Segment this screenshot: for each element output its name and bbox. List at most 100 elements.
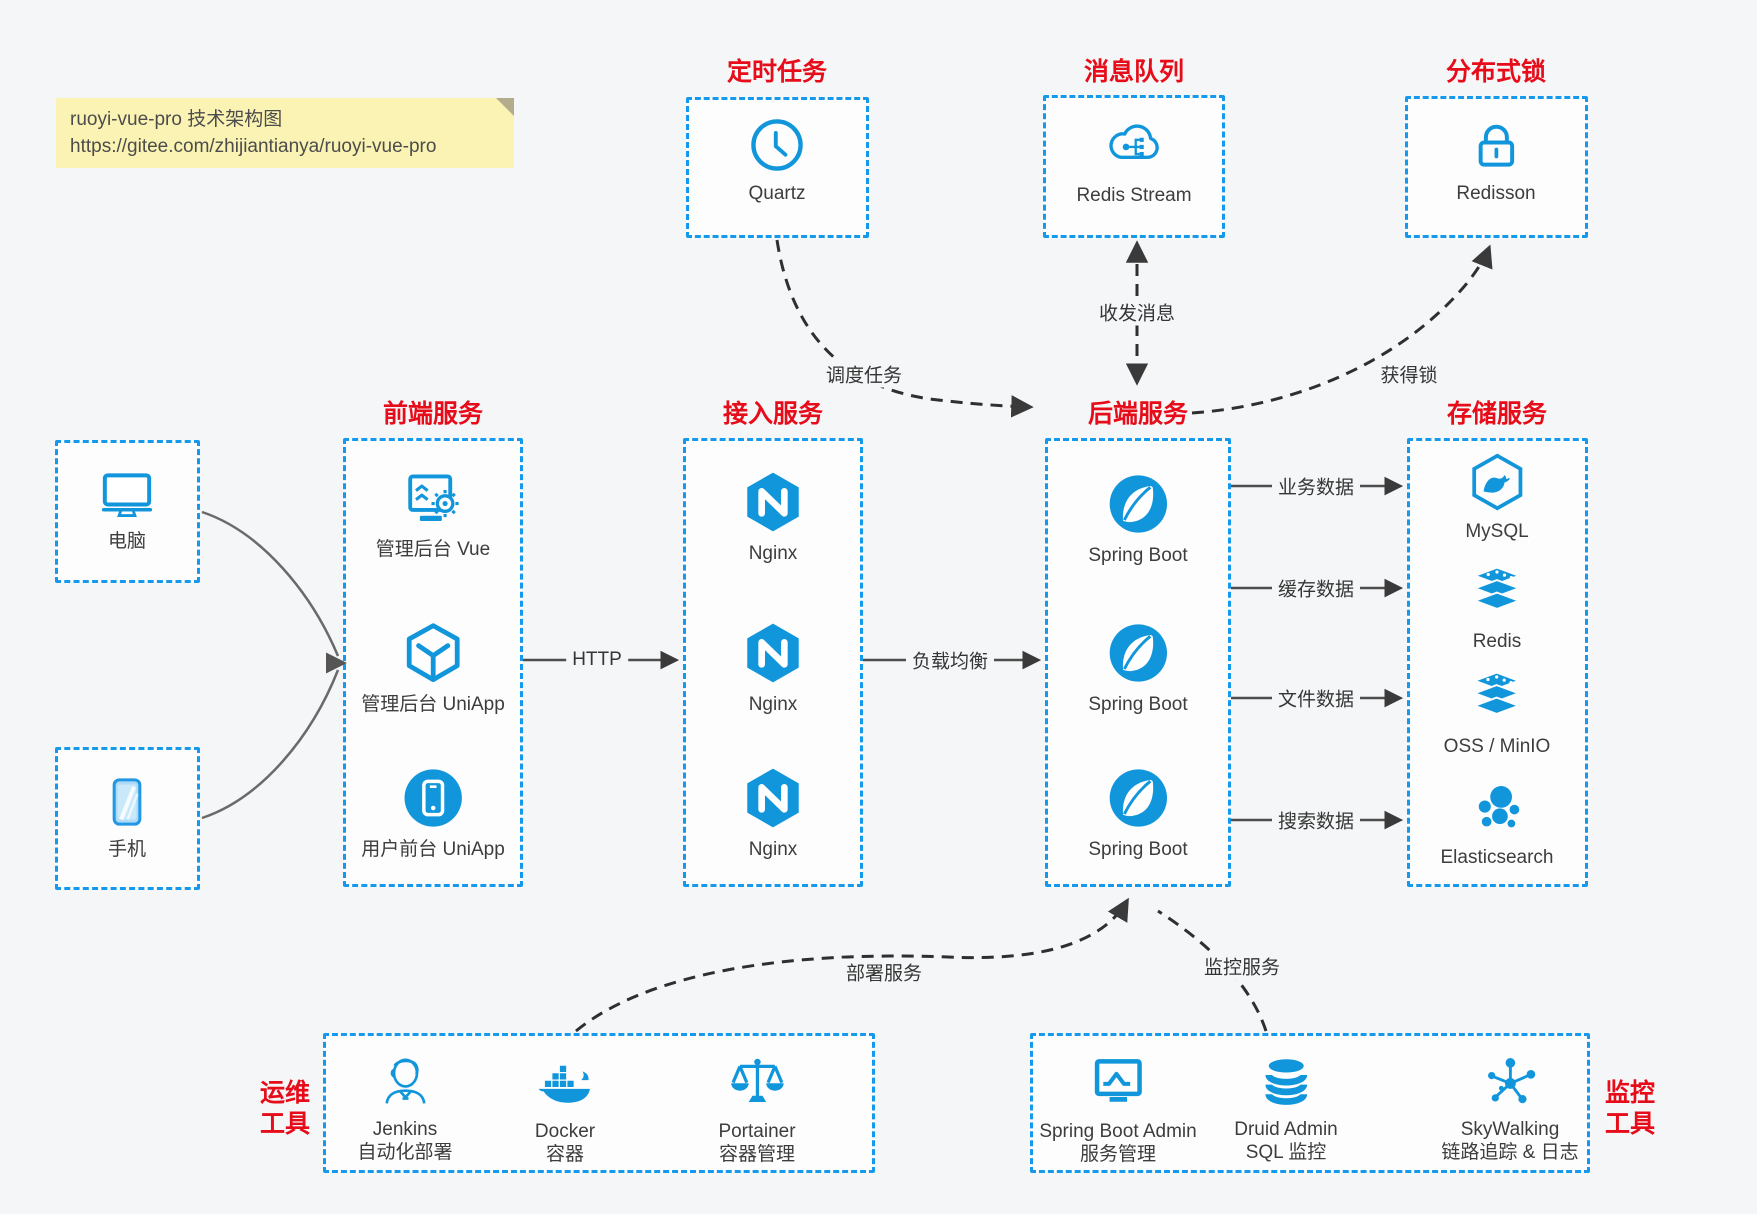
node-label: Spring Boot Admin <box>1039 1121 1197 1142</box>
edge-label-monitor: 监控服务 <box>1197 952 1287 980</box>
mobile-app-circle-icon <box>401 766 465 830</box>
node-label: Portainer <box>718 1121 796 1142</box>
node-jenkins: Jenkins 自动化部署 <box>357 1052 453 1164</box>
side-label-ops-tools: 运维 工具 <box>259 1079 311 1138</box>
node-elasticsearch: Elasticsearch <box>1441 780 1554 869</box>
mysql-icon <box>1467 452 1527 512</box>
node-skywalking: SkyWalking 链路追踪 & 日志 <box>1441 1052 1579 1164</box>
node-label: OSS / MinIO <box>1443 736 1551 757</box>
note-title: ruoyi-vue-pro 技术架构图 <box>70 109 283 130</box>
node-label: 用户前台 UniApp <box>361 839 505 860</box>
monitor-chart-icon <box>1088 1052 1148 1112</box>
group-title-gateway: 接入服务 <box>722 400 824 428</box>
node-label: Docker <box>534 1121 596 1142</box>
node-mysql: MySQL <box>1465 452 1529 543</box>
node-nginx-1: Nginx <box>741 470 805 565</box>
node-oss-minio: OSS / MinIO <box>1443 667 1551 758</box>
edge-label-cache-data: 缓存数据 <box>1271 574 1361 602</box>
nginx-icon <box>741 766 805 830</box>
node-admin-vue: 管理后台 Vue <box>376 468 490 561</box>
edge-label-deploy: 部署服务 <box>839 958 929 986</box>
edge-label-message: 收发消息 <box>1092 298 1182 326</box>
scales-icon <box>727 1052 787 1112</box>
node-label: Quartz <box>748 183 806 204</box>
node-sublabel: 自动化部署 <box>357 1142 453 1163</box>
node-portainer: Portainer 容器管理 <box>718 1052 796 1166</box>
sticky-note: ruoyi-vue-pro 技术架构图 https://gitee.com/zh… <box>56 98 514 168</box>
nginx-icon <box>741 470 805 534</box>
node-label: Nginx <box>748 839 798 860</box>
computer-icon <box>99 466 155 522</box>
node-spring-boot-admin: Spring Boot Admin 服务管理 <box>1039 1052 1197 1166</box>
edge-label-search-data: 搜索数据 <box>1271 806 1361 834</box>
group-title-scheduled-jobs: 定时任务 <box>726 58 828 86</box>
edge-pc-to-frontend <box>201 510 340 657</box>
edge-lock <box>1191 244 1493 415</box>
jenkins-butler-icon <box>376 1052 434 1110</box>
node-label: 管理后台 Vue <box>375 539 491 560</box>
clock-icon <box>748 116 806 174</box>
node-sublabel: 容器 <box>545 1144 584 1165</box>
node-label: 管理后台 UniApp <box>361 694 505 715</box>
node-nginx-2: Nginx <box>741 621 805 716</box>
node-redisson: Redisson <box>1456 118 1536 205</box>
edge-label-file-data: 文件数据 <box>1271 684 1361 712</box>
cloud-mq-icon <box>1103 114 1165 176</box>
node-springboot-3: Spring Boot <box>1088 766 1188 861</box>
node-label: Redis <box>1472 631 1522 652</box>
node-label: Redisson <box>1456 183 1536 204</box>
admin-screen-gear-icon <box>402 468 464 530</box>
nginx-icon <box>741 621 805 685</box>
node-sublabel: SQL 监控 <box>1245 1142 1327 1163</box>
node-label: 电脑 <box>107 531 146 552</box>
node-label: Nginx <box>748 694 798 715</box>
storage-stack-icon <box>1467 667 1527 727</box>
edge-label-http: HTTP <box>566 649 628 671</box>
node-label: SkyWalking <box>1460 1119 1560 1140</box>
node-label: 手机 <box>107 839 146 860</box>
box-monitor-tools <box>1030 1033 1590 1173</box>
edge-label-schedule-task: 调度任务 <box>819 360 909 388</box>
edge-label-lock: 获得锁 <box>1374 360 1444 388</box>
network-hub-icon <box>1481 1052 1539 1110</box>
node-label: Druid Admin <box>1234 1119 1338 1140</box>
spring-boot-icon <box>1106 766 1170 830</box>
edge-phone-to-frontend <box>201 669 340 820</box>
node-quartz: Quartz <box>748 116 806 205</box>
node-springboot-1: Spring Boot <box>1088 472 1188 567</box>
box-distributed-lock <box>1405 96 1588 238</box>
spring-boot-icon <box>1106 472 1170 536</box>
node-label: Nginx <box>748 543 798 564</box>
node-sublabel: 服务管理 <box>1079 1144 1156 1165</box>
node-label: Elasticsearch <box>1440 847 1554 868</box>
uniapp-cube-icon <box>401 621 465 685</box>
group-title-backend: 后端服务 <box>1087 400 1189 428</box>
node-client-phone: 手机 <box>99 774 155 861</box>
node-docker: Docker 容器 <box>535 1052 595 1166</box>
edge-label-load-balance: 负载均衡 <box>905 646 995 674</box>
node-druid-admin: Druid Admin SQL 监控 <box>1234 1052 1338 1164</box>
note-url: https://gitee.com/zhijiantianya/ruoyi-vu… <box>70 136 437 157</box>
node-label: Spring Boot <box>1088 839 1188 860</box>
elasticsearch-cluster-icon <box>1468 780 1526 838</box>
node-label: Spring Boot <box>1088 545 1188 566</box>
group-title-message-queue: 消息队列 <box>1083 58 1185 86</box>
database-icon <box>1257 1052 1315 1110</box>
spring-boot-icon <box>1106 621 1170 685</box>
node-label: MySQL <box>1465 521 1529 542</box>
node-nginx-3: Nginx <box>741 766 805 861</box>
node-admin-uniapp: 管理后台 UniApp <box>361 621 505 716</box>
node-label: Jenkins <box>372 1119 438 1140</box>
phone-icon <box>99 774 155 830</box>
side-label-monitor-tools: 监控 工具 <box>1604 1079 1656 1138</box>
docker-whale-icon <box>535 1052 595 1112</box>
edge-label-business-data: 业务数据 <box>1271 472 1361 500</box>
node-label: Spring Boot <box>1088 694 1188 715</box>
node-redis: Redis <box>1467 562 1527 653</box>
node-sublabel: 容器管理 <box>718 1144 796 1165</box>
group-title-storage: 存储服务 <box>1446 400 1548 428</box>
redis-stack-icon <box>1467 562 1527 622</box>
group-title-frontend: 前端服务 <box>382 400 484 428</box>
box-message-queue <box>1043 95 1225 238</box>
